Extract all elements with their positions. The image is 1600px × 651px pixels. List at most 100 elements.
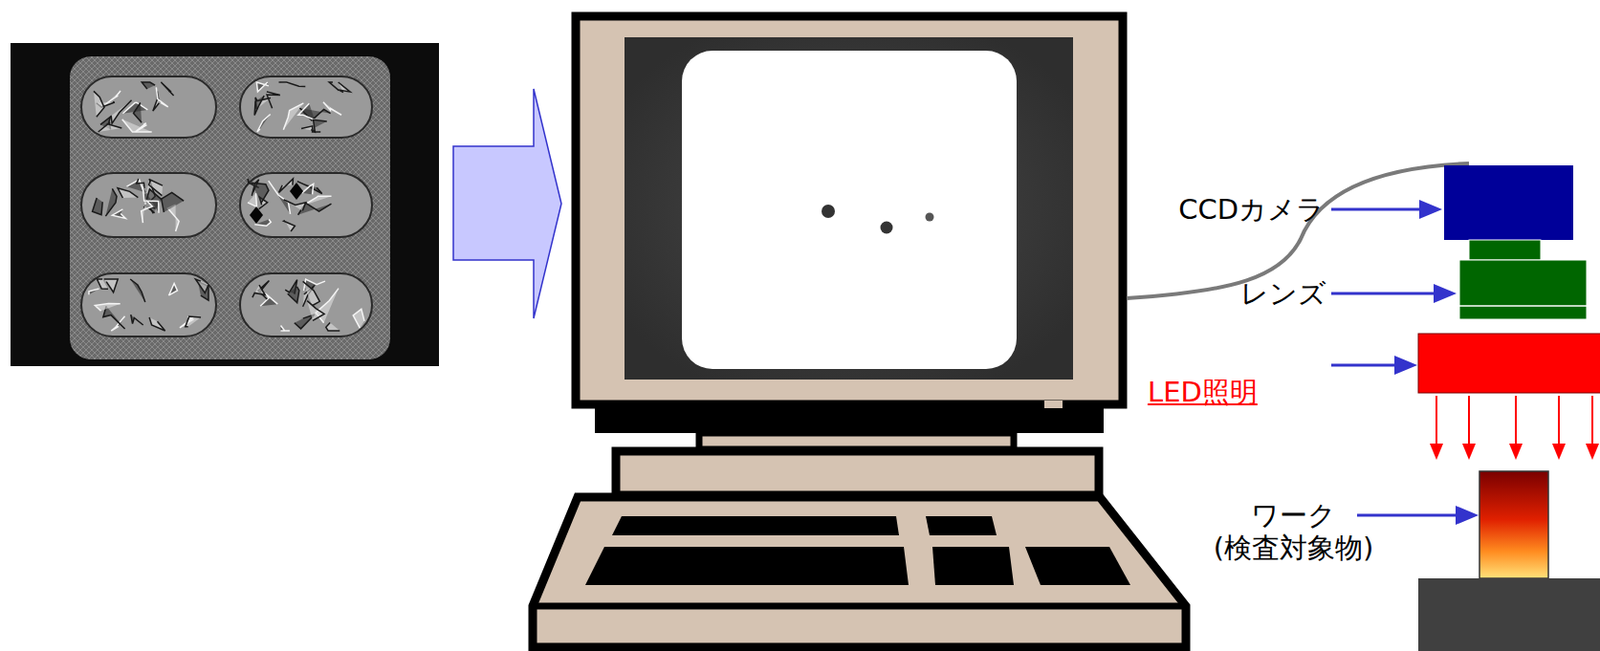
leader-line bbox=[1357, 514, 1460, 518]
foil-crease bbox=[252, 284, 265, 298]
foil-crease bbox=[301, 126, 321, 132]
foil-crease bbox=[283, 103, 304, 131]
defect bbox=[289, 182, 304, 200]
foil-crease bbox=[298, 103, 315, 120]
light-ray bbox=[1468, 395, 1470, 448]
leader-line bbox=[1331, 208, 1424, 212]
foil-crease bbox=[103, 306, 126, 329]
inspection-image bbox=[681, 50, 1017, 370]
foil-crease bbox=[131, 314, 144, 326]
pocket bbox=[81, 173, 217, 238]
monitor-frame bbox=[575, 16, 1123, 405]
light-ray-head bbox=[1552, 443, 1566, 461]
foil-crease bbox=[254, 95, 264, 115]
camera-label: CCDカメラ bbox=[1118, 193, 1325, 226]
leader-head bbox=[1433, 284, 1457, 304]
leader-head bbox=[1455, 505, 1479, 526]
leader-arrows bbox=[1331, 199, 1479, 526]
monitor-neck bbox=[699, 433, 1014, 450]
foil-crease bbox=[149, 179, 163, 196]
key bbox=[612, 516, 899, 536]
foil-crease bbox=[149, 317, 166, 331]
foil-crease bbox=[251, 182, 269, 203]
foil-crease bbox=[110, 100, 132, 124]
workpiece bbox=[1479, 471, 1549, 579]
foil-crease bbox=[155, 87, 168, 108]
foil-crease bbox=[111, 209, 126, 220]
blister-pack bbox=[69, 56, 391, 360]
foil-crease bbox=[326, 323, 340, 331]
keyboard-edge bbox=[532, 603, 1186, 611]
foil-crease bbox=[92, 197, 104, 216]
foil-crease bbox=[256, 82, 269, 92]
light-ray-head bbox=[1509, 443, 1523, 461]
ccd-camera bbox=[1444, 165, 1574, 241]
lens-mount bbox=[1468, 240, 1541, 261]
defect bbox=[249, 206, 264, 224]
light-ray-head bbox=[1429, 443, 1444, 461]
foil-crease bbox=[93, 90, 105, 117]
foil-crease bbox=[284, 199, 307, 212]
pocket bbox=[240, 76, 373, 138]
foil-crease bbox=[287, 286, 300, 304]
foil-crease bbox=[247, 193, 257, 207]
light-ray bbox=[1435, 395, 1438, 448]
foil-crease bbox=[280, 326, 289, 331]
foil-crease bbox=[160, 82, 174, 96]
blister-pockets bbox=[81, 76, 373, 337]
defect-dot bbox=[880, 221, 894, 235]
monitor-screen bbox=[624, 37, 1074, 380]
foil-crease bbox=[185, 316, 201, 328]
photo-background bbox=[10, 43, 439, 367]
light-ray-head bbox=[1462, 443, 1476, 461]
keyboard bbox=[532, 497, 1186, 648]
light-ray bbox=[1591, 395, 1594, 448]
foil-crease bbox=[141, 82, 155, 89]
pocket bbox=[81, 76, 217, 138]
foil-crease bbox=[294, 314, 315, 329]
foil-crease bbox=[130, 279, 146, 303]
light-ray bbox=[1557, 395, 1560, 448]
pocket bbox=[240, 273, 373, 337]
foil-crease bbox=[133, 102, 143, 123]
foil-crease bbox=[284, 220, 296, 232]
light-ray bbox=[1514, 395, 1517, 448]
computer-body bbox=[615, 451, 1099, 496]
light-rays bbox=[1429, 395, 1600, 461]
foil-crease bbox=[88, 288, 100, 295]
foil-crease bbox=[323, 102, 342, 115]
pocket bbox=[240, 173, 373, 238]
leader-head bbox=[1394, 355, 1418, 375]
flow-arrow bbox=[453, 88, 562, 319]
foil-crease bbox=[328, 82, 339, 91]
key bbox=[932, 547, 1014, 586]
foil-crease bbox=[96, 279, 109, 289]
foil-crease bbox=[168, 284, 177, 297]
key bbox=[925, 516, 997, 536]
foil-crease bbox=[310, 119, 327, 132]
lens-line bbox=[1459, 305, 1587, 307]
foil-crease bbox=[257, 114, 271, 132]
foil-crease bbox=[98, 122, 123, 132]
foil-crease bbox=[268, 180, 291, 215]
foil-crease bbox=[338, 82, 351, 93]
foil-crease bbox=[279, 82, 307, 87]
monitor-base bbox=[594, 408, 1104, 434]
leader-line bbox=[1331, 292, 1438, 296]
leader-head bbox=[1419, 199, 1443, 220]
led-light bbox=[1418, 333, 1600, 394]
pocket bbox=[81, 273, 217, 337]
key bbox=[585, 547, 909, 586]
lens-label: レンズ bbox=[1118, 277, 1327, 310]
defect-dot bbox=[821, 204, 835, 219]
leader-line bbox=[1331, 364, 1399, 368]
foil-crease bbox=[306, 301, 325, 322]
foil-crease bbox=[141, 198, 154, 223]
stage-base bbox=[1418, 578, 1600, 651]
key bbox=[1025, 547, 1131, 586]
light-ray-head bbox=[1585, 443, 1600, 461]
foil-crease bbox=[122, 119, 153, 132]
foil-crease bbox=[161, 192, 184, 213]
defect-dot bbox=[925, 213, 935, 222]
foil-crease bbox=[302, 183, 314, 195]
